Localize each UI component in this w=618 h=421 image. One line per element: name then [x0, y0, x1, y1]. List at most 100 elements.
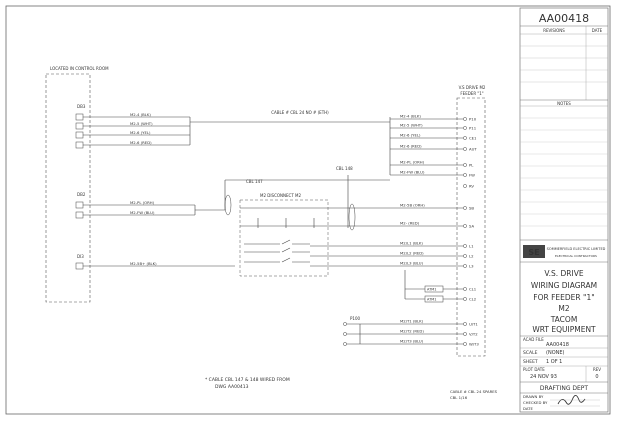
- right-wire-label-4: M2-6 (RED): [400, 144, 422, 149]
- vs-terminal-11: [463, 254, 467, 258]
- control-room-panel: [45, 73, 91, 303]
- left-wire-label-4: M2-6 (RED): [130, 140, 152, 145]
- vs-terminal-label-15: U/T1: [469, 322, 478, 327]
- left-wire-label-3: M2-6 (YEL): [130, 130, 151, 135]
- company-sub: ELECTRICAL CONTRACTORS: [555, 254, 597, 258]
- vs-terminal-17: [463, 342, 467, 346]
- right-wire-label-9: M2/L1 (BLK): [400, 241, 423, 246]
- vs-terminal-1: [463, 117, 467, 121]
- p100-label: P100: [350, 316, 361, 321]
- checked-by-label: CHECKED BY: [523, 400, 548, 405]
- left-terminal-4: [75, 141, 84, 149]
- bottom-note-2: DWG AA00413: [215, 384, 249, 390]
- acad-file-label: ACAD FILE: [523, 337, 544, 342]
- vs-terminal-label-9: SA: [469, 224, 474, 229]
- terminals-layer: [75, 113, 467, 346]
- drawn-by-label: DRAWN BY: [523, 394, 544, 399]
- sheet-value: 1 OF 1: [546, 359, 562, 365]
- vs-terminal-label-14: CL2: [469, 297, 477, 302]
- atm-label-1: ATM1: [427, 288, 437, 292]
- vs-terminal-label-4: AUT: [469, 147, 477, 152]
- left-terminal-6: [75, 211, 84, 219]
- right-wire-label-11: M2/L3 (BLU): [400, 261, 424, 266]
- approval-signature: [557, 395, 586, 405]
- disconnect-box: [239, 199, 329, 277]
- date-label: DATE: [523, 406, 533, 411]
- sheet-border: [5, 5, 611, 415]
- left-terminal-2: [75, 122, 84, 130]
- sheet-label: SHEET: [523, 359, 538, 365]
- vs-terminal-label-6: FW: [469, 173, 475, 178]
- right-wire-label-12: M2/T1 (BLK): [400, 319, 424, 324]
- atm-label-2: ATM1: [427, 298, 437, 302]
- vs-drive-box: [456, 97, 486, 357]
- vs-terminal-15: [463, 322, 467, 326]
- vs-terminal-7: [463, 184, 467, 188]
- vs-terminal-4: [463, 147, 467, 151]
- vs-terminal-label-2: P11: [469, 126, 477, 131]
- vs-terminal-label-8: SB: [469, 206, 474, 211]
- company-logo: SE: [523, 245, 545, 258]
- vs-terminal-9: [463, 224, 467, 228]
- right-wire-label-2: M2-5 (WHT): [400, 123, 423, 128]
- plot-date-label: PLOT DATE: [523, 367, 545, 372]
- cbl-148-bundle: [348, 203, 356, 231]
- left-wire-label-1: M2-4 (BLK): [130, 112, 151, 117]
- revisions-header: REVISIONS: [543, 28, 565, 33]
- vs-terminal-label-12: L3: [469, 264, 474, 269]
- left-wire-label-2: M2-5 (WHT): [130, 121, 153, 126]
- plot-date-value: 24 NOV 93: [530, 374, 557, 380]
- atm-device-1: [424, 285, 444, 293]
- right-wire-label-7: M2-5B (ORH): [400, 203, 425, 208]
- title-line-5: TACOM: [550, 315, 578, 324]
- atm-device-2: [424, 295, 444, 303]
- vs-drive-label-2: FEEDER "1": [460, 91, 483, 96]
- date-header: DATE: [592, 28, 603, 33]
- svg-text:SE: SE: [528, 248, 539, 257]
- title-line-2: WIRING DIAGRAM: [531, 281, 597, 290]
- left-wire-label-6: M2-FW (BLU): [130, 210, 155, 215]
- right-wire-label-3: M2-6 (YEL): [400, 133, 421, 138]
- rev-value: 0: [595, 374, 598, 380]
- rev-label: REV: [593, 367, 601, 372]
- panel-label-db2: DB2: [77, 192, 86, 197]
- disconnect-switch-2: [281, 247, 291, 253]
- vs-terminal-label-1: P10: [469, 117, 477, 122]
- cbl-147-bundle: [224, 194, 232, 216]
- right-wire-label-14: M2/T3 (BLU): [400, 339, 424, 344]
- vs-terminal-label-13: CL1: [469, 287, 477, 292]
- title-line-4: M2: [558, 304, 569, 313]
- title-line-3: FOR FEEDER "1": [533, 293, 594, 302]
- vs-terminal-label-11: L2: [469, 254, 474, 259]
- left-wire-label-7: M2-5B+ (BLK): [130, 261, 157, 266]
- cbl-148-label: CBL 148: [336, 166, 353, 171]
- cbl-147-label: CBL 147: [246, 179, 263, 184]
- location-label: LOCATED IN CONTROL ROOM: [50, 66, 109, 71]
- left-terminal-3: [75, 131, 84, 139]
- notes-header: NOTES: [557, 101, 571, 106]
- vs-terminal-label-3: CE1: [469, 136, 477, 141]
- scale-label: SCALE: [523, 350, 538, 356]
- right-wire-label-13: M2/T2 (RED): [400, 329, 424, 334]
- vs-terminal-label-10: L1: [469, 244, 474, 249]
- right-wire-label-1: M2-4 (BLK): [400, 114, 421, 119]
- company-name: SOMMERFIELD ELECTRIC LIMITED: [547, 247, 606, 251]
- bottom-note-1: * CABLE CBL 147 & 148 WIRED FROM: [205, 377, 290, 383]
- vs-terminal-10: [463, 244, 467, 248]
- motor-contact-2: [343, 332, 347, 336]
- motor-contact-1: [343, 322, 347, 326]
- vs-terminal-16: [463, 332, 467, 336]
- right-wire-label-10: M2/L2 (RED): [400, 251, 424, 256]
- title-line-1: V.S. DRIVE: [544, 269, 583, 278]
- bottom-right-note-2: CBL 1/16: [450, 395, 468, 400]
- vs-drive-label-1: V.S DRIVE M2: [459, 85, 486, 90]
- vs-terminal-label-16: V/T2: [469, 332, 478, 337]
- cable-top-label: CABLE # CBL 24 NO # (ETH): [271, 110, 329, 115]
- disconnect-switch-1: [281, 239, 291, 245]
- drawing-number: AA00418: [539, 12, 589, 25]
- vs-terminal-label-5: PL: [469, 163, 474, 168]
- motor-contact-3: [343, 342, 347, 346]
- labels-layer: M2-4 (BLK) M2-5 (WHT) M2-6 (YEL) M2-6 (RED)…: [130, 112, 479, 347]
- vs-terminal-8: [463, 206, 467, 210]
- vs-terminal-12: [463, 264, 467, 268]
